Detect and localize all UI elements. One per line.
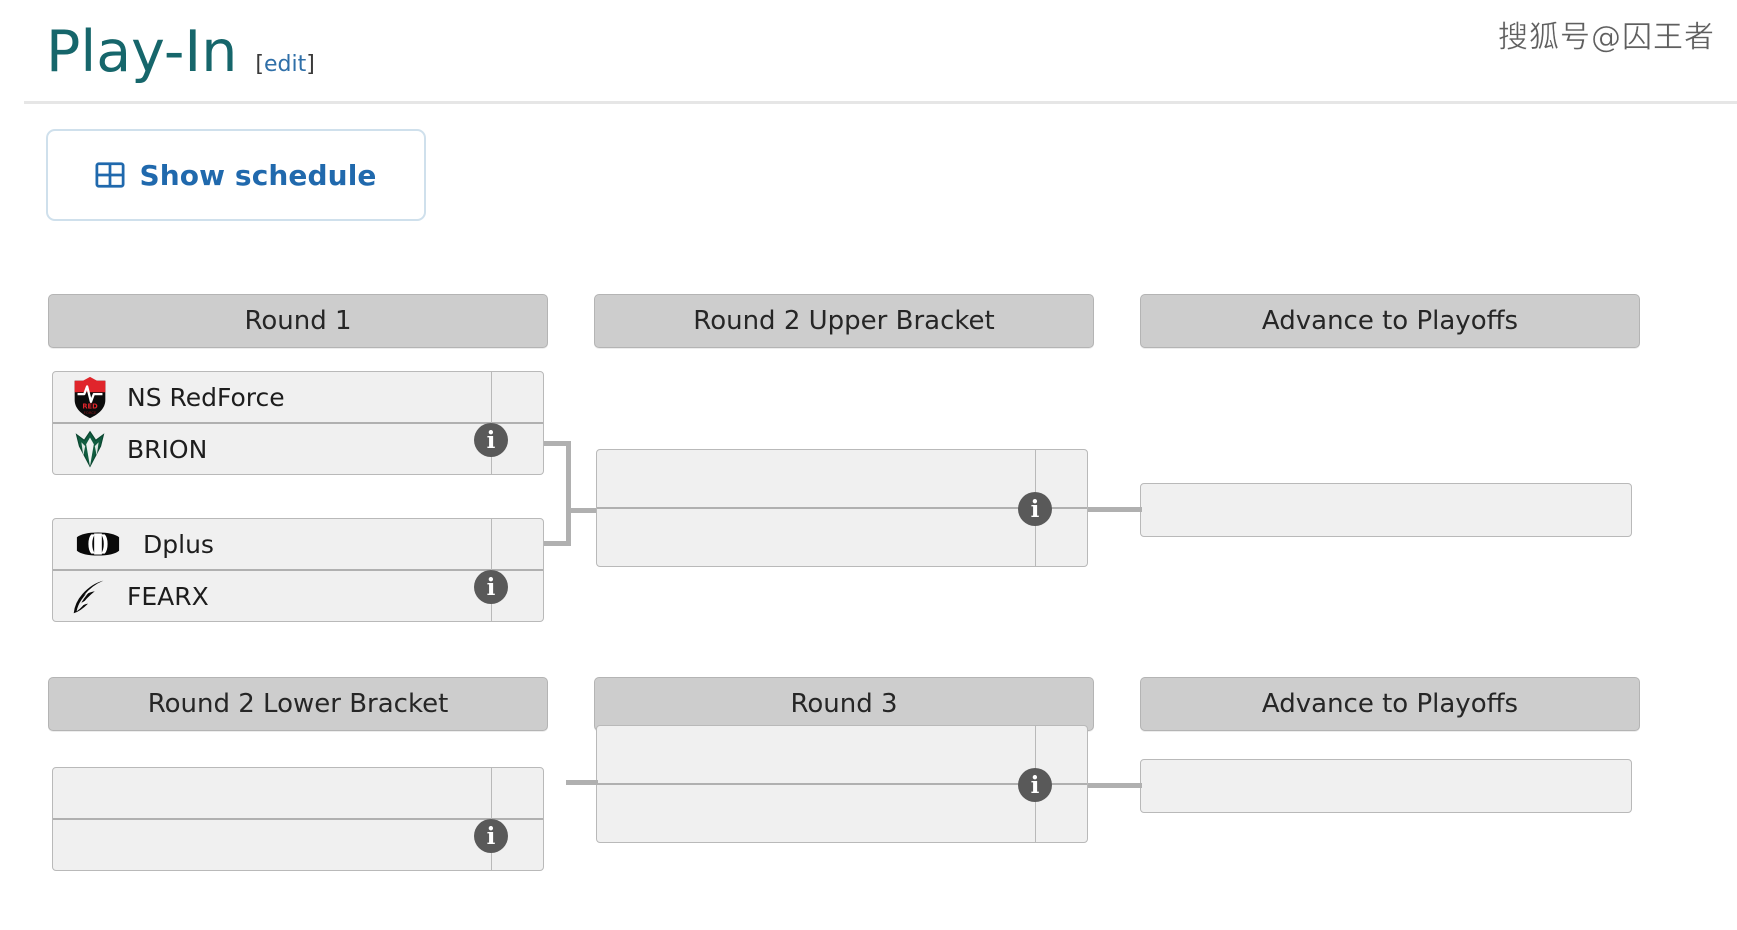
title-divider [24, 101, 1737, 104]
edit-bracket-close: ] [306, 52, 315, 77]
advance-upper-slot[interactable] [1140, 483, 1632, 537]
round-header-round-2-lower: Round 2 Lower Bracket [48, 677, 548, 731]
round-header-label: Round 2 Upper Bracket [693, 306, 995, 336]
round-header-label: Advance to Playoffs [1261, 689, 1519, 719]
match-score-column [491, 519, 543, 621]
edit-section-link[interactable]: [edit] [255, 52, 314, 77]
brion-logo [75, 430, 105, 468]
round-header-label: Round 2 Lower Bracket [147, 689, 449, 719]
match-round2-lower[interactable] [52, 767, 544, 871]
team-row[interactable] [1141, 484, 1631, 536]
match-teams [1141, 484, 1631, 536]
info-icon-glyph: i [486, 822, 496, 850]
team-name: BRION [127, 434, 208, 464]
team-row[interactable] [597, 783, 1035, 842]
match-teams: Dplus FEARX [53, 519, 491, 621]
team-row[interactable] [597, 450, 1035, 507]
connector-line [1088, 783, 1142, 788]
watermark-text: 搜狐号@囚王者 [1498, 20, 1715, 55]
show-schedule-label: Show schedule [139, 158, 377, 192]
edit-bracket-open: [ [255, 52, 264, 77]
advance-lower-slot[interactable] [1140, 759, 1632, 813]
match-score-column [491, 372, 543, 474]
team-row[interactable] [1141, 760, 1631, 812]
edit-link-text: edit [263, 52, 307, 77]
svg-text:FORCE: FORCE [84, 410, 97, 415]
score-cell [1036, 507, 1087, 566]
page-header: Play-In [edit] [46, 24, 315, 81]
match-info-icon[interactable]: i [474, 819, 508, 853]
round-header-round-1: Round 1 [48, 294, 548, 348]
score-cell [492, 818, 543, 870]
connector-line [1088, 507, 1142, 512]
score-cell [492, 519, 543, 569]
info-icon-glyph: i [486, 573, 496, 601]
match-info-icon[interactable]: i [1018, 768, 1052, 802]
match-teams: RED FORCE NS RedForce BRION [53, 372, 491, 474]
info-icon-glyph: i [486, 426, 496, 454]
score-cell [492, 422, 543, 474]
match-round2-upper[interactable] [596, 449, 1088, 567]
team-row[interactable]: RED FORCE NS RedForce [53, 372, 491, 422]
round-header-advance-lower: Advance to Playoffs [1140, 677, 1640, 731]
match-info-icon[interactable]: i [474, 570, 508, 604]
match-info-icon[interactable]: i [1018, 492, 1052, 526]
score-cell [492, 372, 543, 422]
match-info-icon[interactable]: i [474, 423, 508, 457]
round-header-advance-upper: Advance to Playoffs [1140, 294, 1640, 348]
match-teams [597, 726, 1035, 842]
team-name: NS RedForce [127, 382, 285, 412]
match-teams [597, 450, 1035, 566]
connector-line [544, 441, 570, 446]
info-icon-glyph: i [1030, 495, 1040, 523]
round-header-label: Round 1 [244, 306, 352, 336]
team-row[interactable] [597, 726, 1035, 783]
score-cell [492, 768, 543, 818]
round-header-round-3: Round 3 [594, 677, 1094, 731]
svg-text:RED: RED [82, 403, 98, 411]
team-row[interactable]: Dplus [53, 519, 491, 569]
match-teams [1141, 760, 1631, 812]
team-row[interactable]: FEARX [53, 569, 491, 621]
ns-redforce-logo: RED FORCE [74, 376, 106, 419]
connector-line [566, 508, 596, 513]
team-name: Dplus [143, 529, 214, 559]
round-header-label: Advance to Playoffs [1261, 306, 1519, 336]
page-title: Play-In [46, 19, 238, 85]
team-row[interactable]: BRION [53, 422, 491, 474]
fearx-logo [73, 580, 104, 614]
show-schedule-button[interactable]: Show schedule [46, 129, 426, 221]
table-grid-icon [95, 162, 125, 188]
team-row[interactable] [53, 818, 491, 870]
info-icon-glyph: i [1030, 771, 1040, 799]
connector-line [544, 541, 570, 546]
match-teams [53, 768, 491, 870]
score-cell [492, 569, 543, 621]
connector-line [566, 780, 598, 785]
score-cell [1036, 783, 1087, 842]
round-header-label: Round 3 [790, 689, 898, 719]
match-ns-vs-brion[interactable]: RED FORCE NS RedForce BRION [52, 371, 544, 475]
connector-line [566, 441, 571, 546]
team-row[interactable] [597, 507, 1035, 566]
match-dplus-vs-fearx[interactable]: Dplus FEARX [52, 518, 544, 622]
round-header-round-2-upper: Round 2 Upper Bracket [594, 294, 1094, 348]
match-round3[interactable] [596, 725, 1088, 843]
team-row[interactable] [53, 768, 491, 818]
dplus-logo [76, 532, 120, 556]
match-score-column [491, 768, 543, 870]
team-name: FEARX [127, 581, 209, 611]
